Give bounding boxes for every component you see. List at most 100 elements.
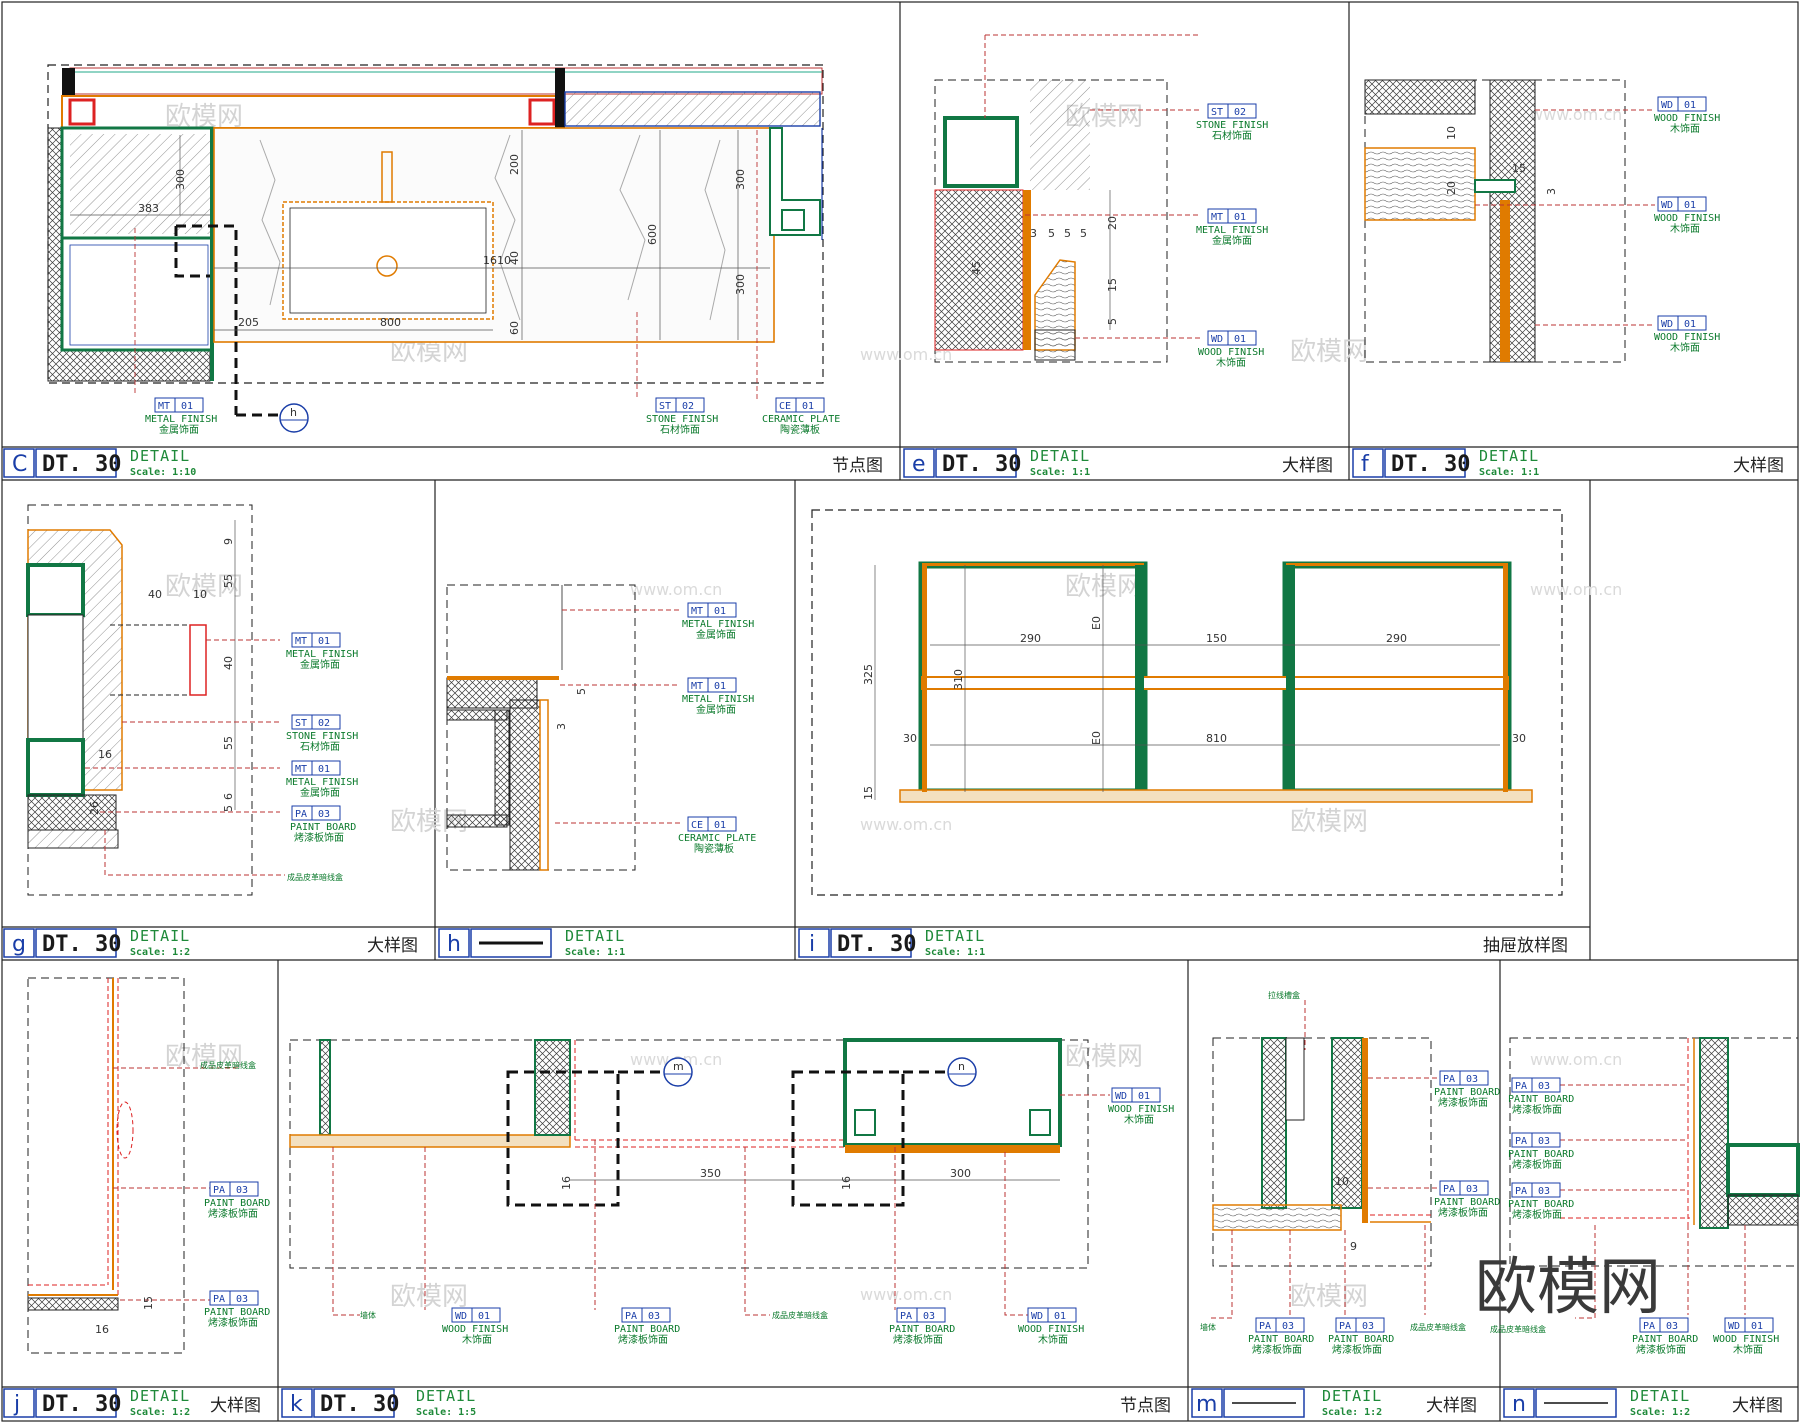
svg-text:PA: PA	[1339, 1321, 1351, 1332]
svg-text:WD: WD	[1661, 200, 1673, 211]
svg-text:PAINT BOARD: PAINT BOARD	[1508, 1094, 1574, 1105]
note-m-2: 墙体	[1200, 1322, 1216, 1332]
svg-text:烤漆板饰面: 烤漆板饰面	[1252, 1343, 1302, 1356]
svg-text:PAINT BOARD: PAINT BOARD	[290, 822, 356, 833]
svg-text:烤漆板饰面: 烤漆板饰面	[618, 1333, 668, 1346]
svg-text:40: 40	[148, 588, 162, 601]
panel-title-cn: 大样图	[1733, 456, 1784, 476]
svg-text:PAINT BOARD: PAINT BOARD	[1508, 1149, 1574, 1160]
svg-text:10: 10	[1445, 126, 1458, 140]
watermark-url: www.om.cn	[1530, 580, 1622, 599]
dim-label: 300	[174, 169, 187, 190]
svg-text:PA: PA	[625, 1311, 637, 1322]
svg-text:烤漆板饰面: 烤漆板饰面	[1636, 1343, 1686, 1356]
detail-j-drawing: 16 15 成品皮革暗线盒	[27, 977, 256, 1354]
svg-text:WOOD FINISH: WOOD FINISH	[1713, 1334, 1779, 1345]
detail-e-drawing: 3 5 5 5 20 15 5 45	[934, 34, 1200, 363]
svg-text:PA: PA	[1443, 1074, 1455, 1085]
panel-sheet-number: DT. 30	[42, 452, 121, 477]
panel-detail: DETAIL	[925, 927, 985, 945]
callout-h: h	[290, 406, 297, 419]
svg-text:WOOD FINISH: WOOD FINISH	[1018, 1324, 1084, 1335]
svg-text:CERAMIC PLATE: CERAMIC PLATE	[762, 414, 840, 425]
svg-text:WOOD FINISH: WOOD FINISH	[1198, 347, 1264, 358]
tag-e-mt01: MT 01 METAL FINISH 金属饰面	[1196, 208, 1268, 247]
titlebar-i: i DT. 30 DETAIL Scale: 1:1 抽屉放样图	[798, 927, 1568, 958]
detail-k-drawing: m n 350 300 16 16 墙体 成品皮革暗线盒	[289, 1038, 1110, 1320]
svg-text:METAL FINISH: METAL FINISH	[145, 414, 217, 425]
panel-letter: i	[809, 932, 815, 957]
svg-text:烤漆板饰面: 烤漆板饰面	[1512, 1208, 1562, 1221]
svg-text:01: 01	[714, 681, 726, 692]
svg-text:MT: MT	[158, 401, 170, 412]
svg-text:03: 03	[1666, 1321, 1678, 1332]
svg-text:木饰面: 木饰面	[1216, 356, 1246, 369]
svg-text:MT: MT	[1211, 212, 1223, 223]
panel-scale: Scale: 1:2	[1630, 1407, 1690, 1418]
svg-text:15: 15	[1106, 278, 1119, 292]
watermark: 欧模网	[1065, 572, 1143, 602]
panel-letter: f	[1361, 452, 1370, 477]
dim-label: 325	[862, 664, 875, 685]
tag-e-st02: ST 02 STONE FINISH 石材饰面	[1196, 103, 1268, 142]
tag-h-ce01: CE 01 CERAMIC PLATE 陶瓷薄板	[678, 816, 756, 855]
svg-text:03: 03	[1538, 1186, 1550, 1197]
note-j: 成品皮革暗线盒	[200, 1060, 256, 1070]
panel-sheet-number: DT. 30	[837, 932, 916, 957]
svg-text:METAL FINISH: METAL FINISH	[682, 694, 754, 705]
svg-text:350: 350	[700, 1167, 721, 1180]
svg-text:55: 55	[222, 574, 235, 588]
panel-detail: DETAIL	[565, 927, 625, 945]
svg-text:03: 03	[1466, 1184, 1478, 1195]
svg-text:03: 03	[236, 1294, 248, 1305]
svg-text:PA: PA	[1515, 1186, 1527, 1197]
watermark: 欧模网	[1290, 1282, 1368, 1312]
svg-text:WD: WD	[1661, 100, 1673, 111]
tag-c-mt01: MT 01 METAL FINISH 金属饰面	[145, 397, 217, 436]
svg-text:WD: WD	[455, 1311, 467, 1322]
panel-scale: Scale: 1:1	[565, 947, 625, 958]
tag-h-mt01-b: MT 01 METAL FINISH 金属饰面	[682, 677, 754, 716]
svg-text:木饰面: 木饰面	[1670, 122, 1700, 135]
tag-n-pa03-d: PA 03 PAINT BOARD 烤漆板饰面	[1632, 1317, 1698, 1356]
svg-text:石材饰面: 石材饰面	[300, 740, 340, 753]
tag-m-pa03-b: PA 03 PAINT BOARD 烤漆板饰面	[1434, 1180, 1500, 1219]
svg-text:WOOD FINISH: WOOD FINISH	[1108, 1104, 1174, 1115]
svg-text:WD: WD	[1031, 1311, 1043, 1322]
note-g: 成品皮革暗线盒	[287, 872, 343, 882]
svg-text:02: 02	[1234, 107, 1246, 118]
note-m-1: 拉线槽盒	[1268, 990, 1300, 1000]
note-k-1: 墙体	[360, 1310, 376, 1320]
svg-text:16: 16	[95, 1323, 109, 1336]
panel-detail: DETAIL	[1322, 1387, 1382, 1405]
tag-j-pa03-a: PA 03 PAINT BOARD 烤漆板饰面	[204, 1181, 270, 1220]
svg-text:PAINT BOARD: PAINT BOARD	[889, 1324, 955, 1335]
svg-text:02: 02	[682, 401, 694, 412]
svg-text:3: 3	[1545, 188, 1558, 195]
svg-text:陶瓷薄板: 陶瓷薄板	[780, 423, 820, 436]
svg-text:STONE FINISH: STONE FINISH	[646, 414, 718, 425]
detail-h-drawing: 5 3	[446, 584, 680, 871]
dim-label: 810	[1206, 732, 1227, 745]
svg-text:WD: WD	[1211, 334, 1223, 345]
watermark: 欧模网	[390, 1282, 468, 1312]
callout-n: n	[958, 1060, 965, 1073]
tag-g-st02: ST 02 STONE FINISH 石材饰面	[286, 714, 358, 753]
panel-scale: Scale: 1:1	[1030, 467, 1090, 478]
detail-c-drawing: h 383 300 200 300 600 1610 300 800 205 6…	[47, 64, 824, 433]
svg-text:01: 01	[318, 636, 330, 647]
svg-text:300: 300	[950, 1167, 971, 1180]
svg-text:PA: PA	[213, 1185, 225, 1196]
tag-n-pa03-a: PA 03 PAINT BOARD 烤漆板饰面	[1508, 1077, 1574, 1116]
svg-text:PAINT BOARD: PAINT BOARD	[614, 1324, 680, 1335]
svg-text:03: 03	[648, 1311, 660, 1322]
panel-title-cn: 节点图	[832, 456, 883, 476]
svg-text:26: 26	[88, 801, 101, 815]
panel-scale: Scale: 1:2	[1322, 1407, 1382, 1418]
svg-text:01: 01	[1234, 334, 1246, 345]
tag-c-st02: ST 02 STONE FINISH 石材饰面	[646, 397, 718, 436]
tag-n-wd01: WD 01 WOOD FINISH 木饰面	[1713, 1317, 1779, 1356]
svg-text:PA: PA	[900, 1311, 912, 1322]
svg-text:PAINT BOARD: PAINT BOARD	[204, 1307, 270, 1318]
svg-text:烤漆板饰面: 烤漆板饰面	[294, 831, 344, 844]
